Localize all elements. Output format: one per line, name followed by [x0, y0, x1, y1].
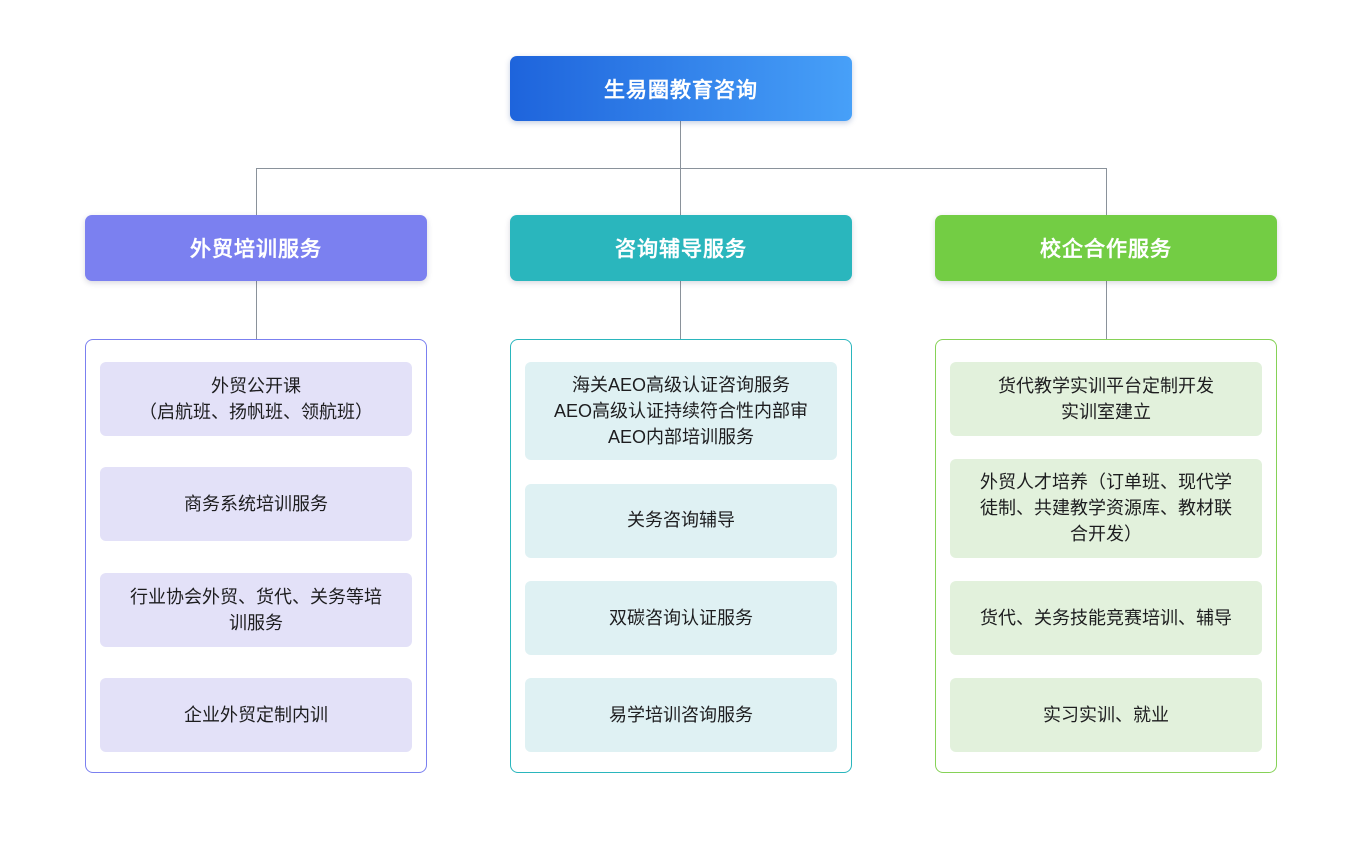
- branch-list-foreign-trade-training: 外贸公开课 （启航班、扬帆班、领航班） 商务系统培训服务 行业协会外贸、货代、关…: [85, 339, 427, 773]
- connector-middle-header-to-list: [680, 281, 681, 339]
- leaf-item: 企业外贸定制内训: [100, 677, 412, 752]
- root-node-label: 生易圈教育咨询: [604, 78, 758, 102]
- leaf-item: 易学培训咨询服务: [525, 677, 837, 752]
- connector-main-horizontal: [256, 168, 1106, 169]
- leaf-item: 货代教学实训平台定制开发 实训室建立: [950, 362, 1262, 436]
- connector-right-header-to-list: [1106, 281, 1107, 339]
- branch-list-consulting-coaching: 海关AEO高级认证咨询服务 AEO高级认证持续符合性内部审 AEO内部培训服务 …: [510, 339, 852, 773]
- leaf-item: 货代、关务技能竞赛培训、辅导: [950, 580, 1262, 655]
- leaf-item: 关务咨询辅导: [525, 483, 837, 558]
- connector-drop-middle: [680, 168, 681, 215]
- leaf-item: 行业协会外贸、货代、关务等培 训服务: [100, 572, 412, 647]
- connector-root-drop: [680, 121, 681, 168]
- leaf-item: 外贸公开课 （启航班、扬帆班、领航班）: [100, 362, 412, 436]
- branch-list-school-enterprise-cooperation: 货代教学实训平台定制开发 实训室建立 外贸人才培养（订单班、现代学 徒制、共建教…: [935, 339, 1277, 773]
- branch-header-consulting-coaching: 咨询辅导服务: [510, 215, 852, 281]
- branch-header-foreign-trade-training: 外贸培训服务: [85, 215, 427, 281]
- branch-header-label: 校企合作服务: [1040, 238, 1172, 261]
- branch-header-school-enterprise-cooperation: 校企合作服务: [935, 215, 1277, 281]
- leaf-item: 双碳咨询认证服务: [525, 580, 837, 655]
- branch-header-label: 咨询辅导服务: [615, 238, 747, 261]
- branch-header-label: 外贸培训服务: [190, 238, 322, 261]
- connector-drop-right: [1106, 168, 1107, 215]
- leaf-item: 外贸人才培养（订单班、现代学 徒制、共建教学资源库、教材联 合开发）: [950, 459, 1262, 558]
- root-node-company-title: 生易圈教育咨询: [510, 56, 852, 121]
- connector-drop-left: [256, 168, 257, 215]
- leaf-item: 商务系统培训服务: [100, 467, 412, 542]
- connector-left-header-to-list: [256, 281, 257, 339]
- leaf-item: 海关AEO高级认证咨询服务 AEO高级认证持续符合性内部审 AEO内部培训服务: [525, 362, 837, 461]
- leaf-item: 实习实训、就业: [950, 677, 1262, 752]
